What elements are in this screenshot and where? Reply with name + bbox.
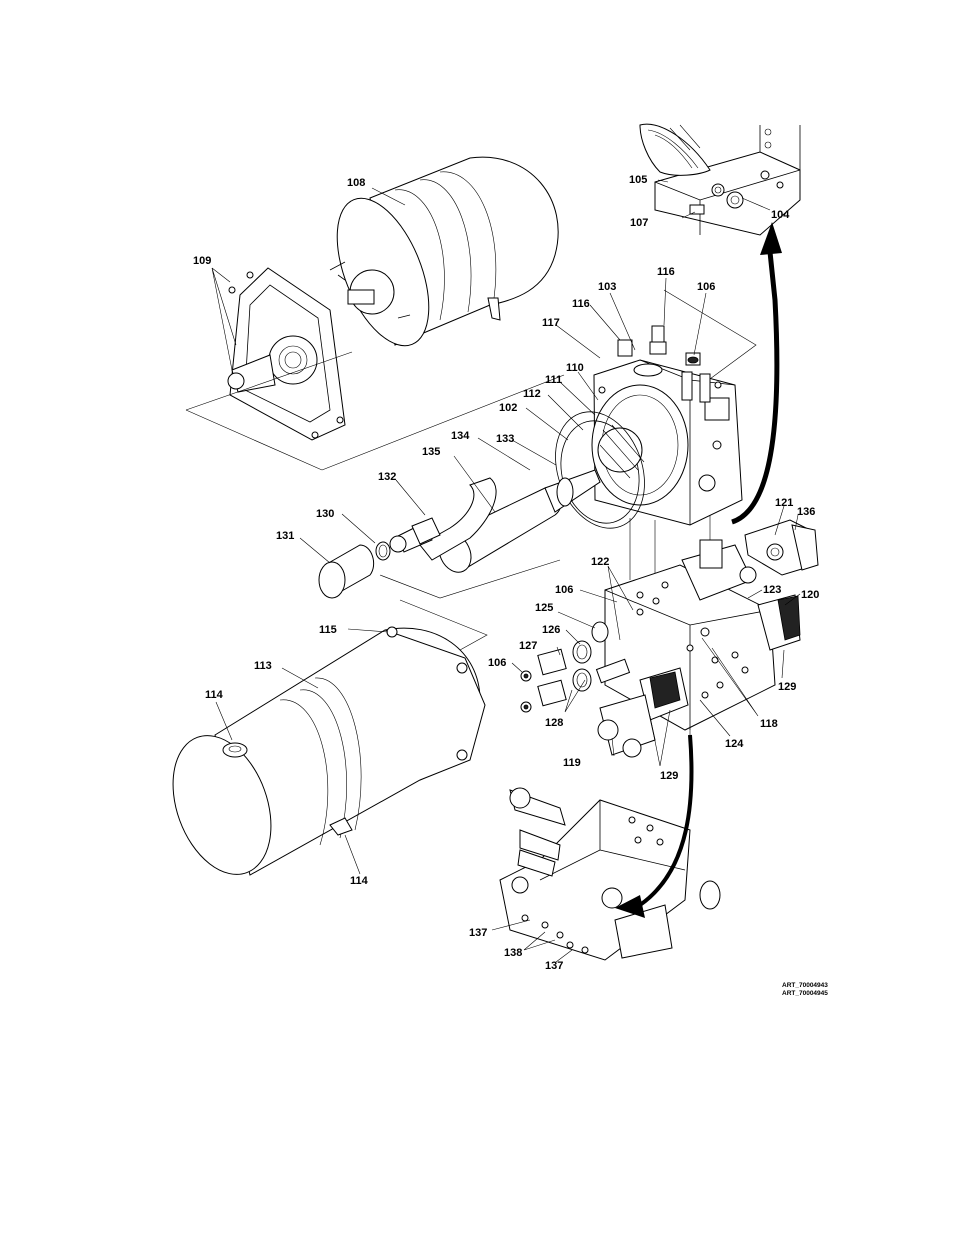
callout-135: 135: [422, 446, 440, 458]
pump-housing-110: [560, 359, 743, 526]
callout-137-a: 137: [469, 927, 487, 939]
callout-119: 119: [563, 757, 581, 769]
callout-109: 109: [193, 255, 211, 267]
callout-111: 111: [545, 374, 562, 386]
callout-136: 136: [797, 506, 815, 518]
bottom-manifold: [499, 787, 721, 961]
art-number-block: ART_70004943 ART_70004945: [782, 982, 828, 997]
callout-labels: 108 109 105 107 104 116 103 116 106 117 …: [193, 174, 819, 972]
fittings-125-128: [520, 621, 631, 713]
motor-108: [329, 156, 559, 347]
bracket-136: [744, 519, 819, 576]
art-number-1: ART_70004943: [782, 982, 828, 989]
callout-106-top: 106: [697, 281, 715, 293]
solenoid-129: [597, 667, 689, 758]
callout-117: 117: [542, 317, 560, 329]
callout-130: 130: [316, 508, 334, 520]
fitting-132: [389, 517, 441, 553]
callout-116-b: 116: [572, 298, 590, 310]
callout-123: 123: [763, 584, 781, 596]
callout-131: 131: [276, 530, 294, 542]
callout-138: 138: [504, 947, 522, 959]
callout-128: 128: [545, 717, 563, 729]
curved-arrow-up: [731, 222, 782, 525]
reservoir-113: [172, 626, 486, 876]
callout-120: 120: [801, 589, 819, 601]
seal-130: [375, 541, 391, 561]
strainer-131: [318, 544, 375, 599]
callout-105: 105: [629, 174, 647, 186]
callout-137-b: 137: [545, 960, 563, 972]
fittings-top: [617, 325, 711, 403]
callout-112: 112: [523, 388, 541, 400]
leader-lines: [211, 179, 801, 963]
callout-118: 118: [760, 718, 778, 730]
callout-124: 124: [725, 738, 744, 750]
callout-104: 104: [771, 209, 790, 221]
callout-103: 103: [598, 281, 616, 293]
valve-manifold: [604, 539, 801, 731]
pipe-135: [419, 477, 497, 561]
callout-129-b: 129: [778, 681, 796, 693]
top-valve-block: [639, 123, 801, 236]
curved-arrow-down: [615, 734, 694, 918]
callout-115: 115: [319, 624, 337, 636]
suction-tube-134: [438, 469, 601, 573]
callout-127: 127: [519, 640, 537, 652]
callout-132: 132: [378, 471, 396, 483]
callout-134: 134: [451, 430, 470, 442]
callout-121: 121: [775, 497, 793, 509]
callout-113: 113: [254, 660, 272, 672]
callout-129-a: 129: [660, 770, 678, 782]
callout-110: 110: [566, 362, 584, 374]
callout-106-low: 106: [488, 657, 506, 669]
end-plate-109: [227, 267, 346, 441]
callout-122: 122: [591, 556, 609, 568]
callout-133: 133: [496, 433, 514, 445]
projection-planes: [185, 289, 757, 800]
art-number-2: ART_70004945: [782, 990, 828, 997]
callout-114-top: 114: [205, 689, 224, 701]
callout-106-mid: 106: [555, 584, 573, 596]
callout-107: 107: [630, 217, 648, 229]
callout-102: 102: [499, 402, 517, 414]
callout-116-a: 116: [657, 266, 675, 278]
callout-125: 125: [535, 602, 553, 614]
callout-126: 126: [542, 624, 560, 636]
callout-108: 108: [347, 177, 365, 189]
callout-114-bottom: 114: [350, 875, 369, 887]
